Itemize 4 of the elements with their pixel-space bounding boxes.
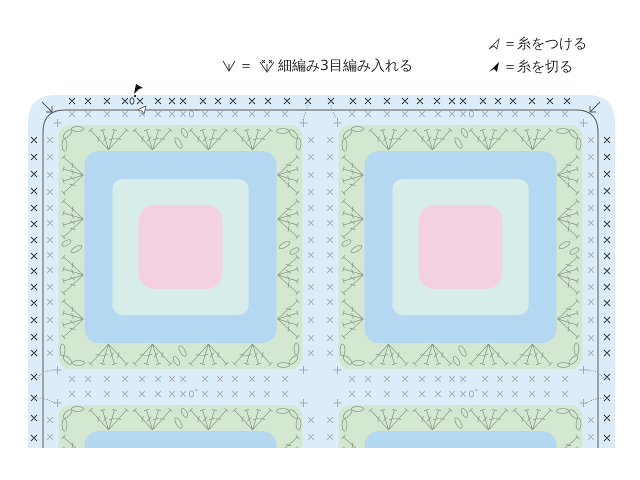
legend-text: ＝ [239,58,253,74]
legend-text: ＝糸をつける [503,36,587,52]
legend-text: 細編み3目編み入れる [278,58,413,74]
legend-text: ＝糸を切る [503,59,573,75]
